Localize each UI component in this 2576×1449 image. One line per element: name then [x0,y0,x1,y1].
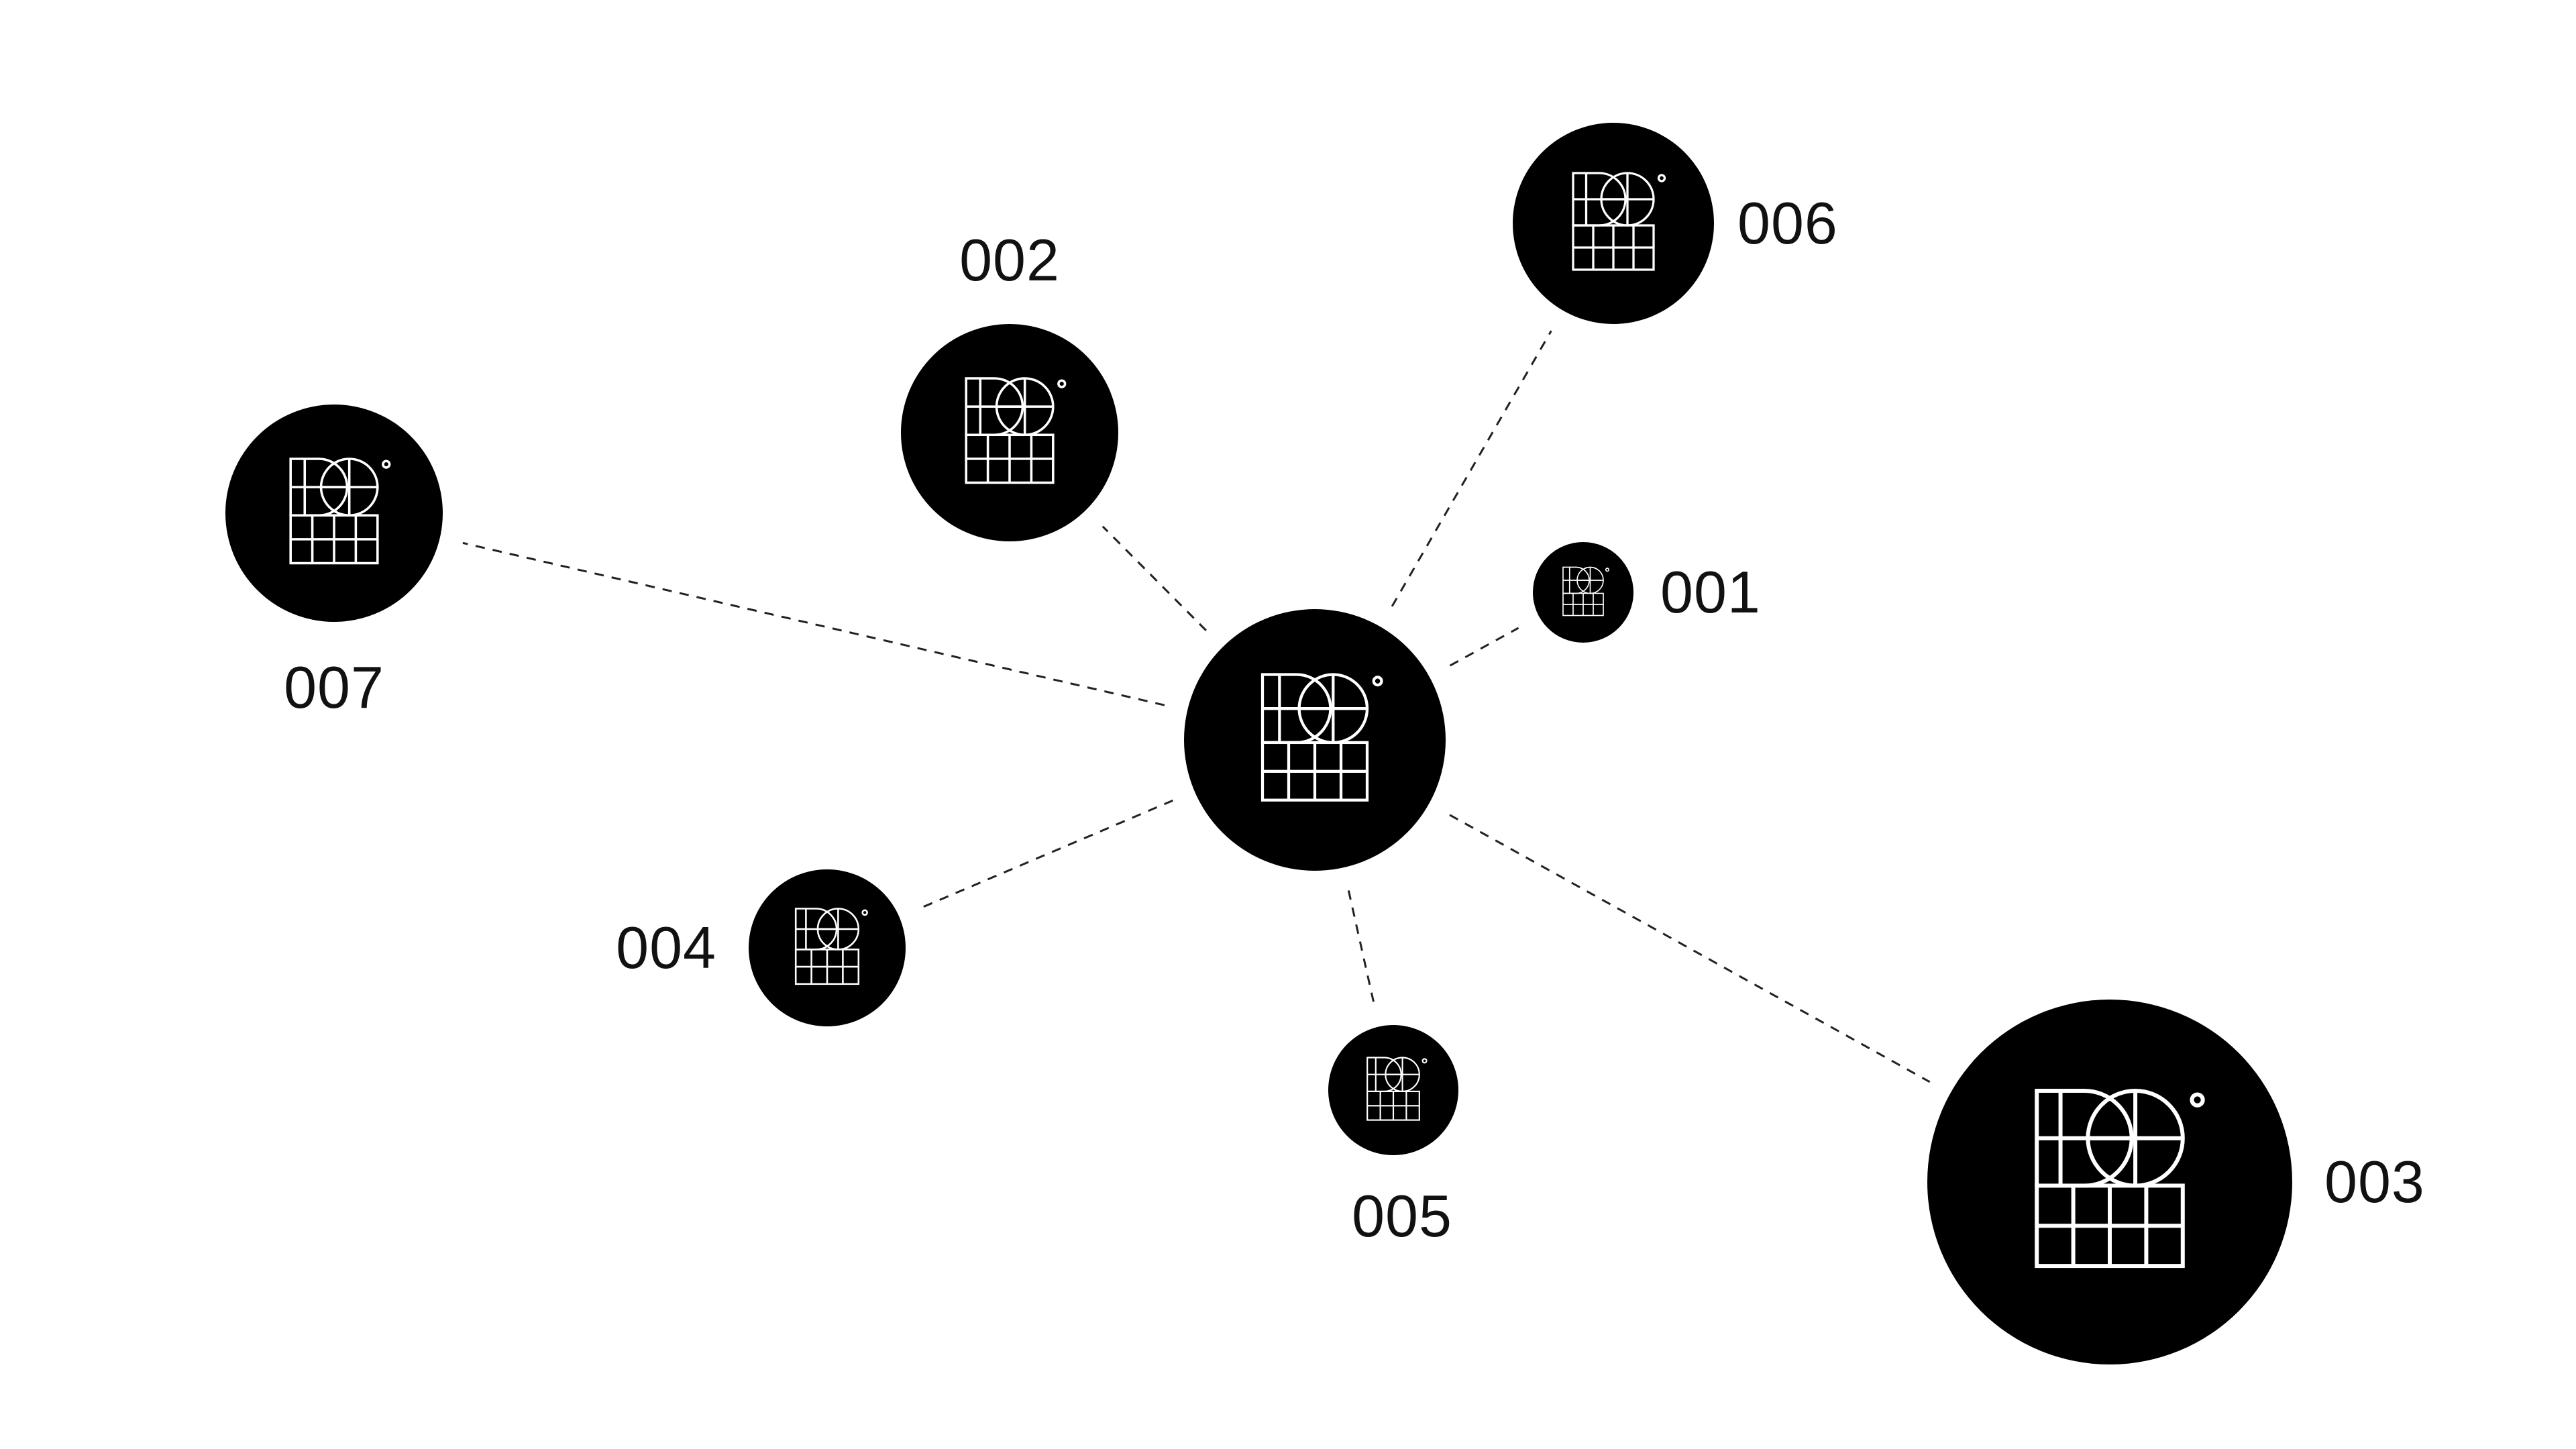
node-label-004: 004 [616,914,716,981]
connector-002 [1102,525,1207,631]
node-006-circle [1513,123,1714,324]
node-001-circle [1533,542,1633,643]
node-002[interactable] [901,324,1118,541]
node-004[interactable] [749,869,906,1026]
node-label-006: 006 [1737,190,1838,256]
connector-001 [1449,627,1519,667]
connector-layer [462,330,1931,1083]
connector-005 [1347,890,1375,1004]
hub-node[interactable] [1184,609,1446,871]
node-label-005: 005 [1352,1183,1452,1249]
node-label-001: 001 [1660,559,1761,625]
node-label-003: 003 [2324,1148,2425,1215]
node-layer: 001 002 003 004 005 006 007 [225,123,2425,1364]
node-003[interactable] [1927,1000,2292,1364]
node-005[interactable] [1328,1025,1458,1155]
node-005-circle [1328,1025,1458,1155]
node-006[interactable] [1513,123,1714,324]
node-label-007: 007 [284,654,384,720]
node-007[interactable] [225,405,443,622]
node-004-circle [749,869,906,1026]
connector-007 [462,541,1165,706]
connector-004 [920,799,1174,909]
node-001[interactable] [1533,542,1633,643]
node-label-002: 002 [959,227,1060,293]
hub-node-circle [1184,609,1446,871]
node-007-circle [225,405,443,622]
connector-006 [1391,330,1552,607]
node-003-circle [1927,1000,2292,1364]
node-002-circle [901,324,1118,541]
connector-003 [1449,814,1931,1083]
